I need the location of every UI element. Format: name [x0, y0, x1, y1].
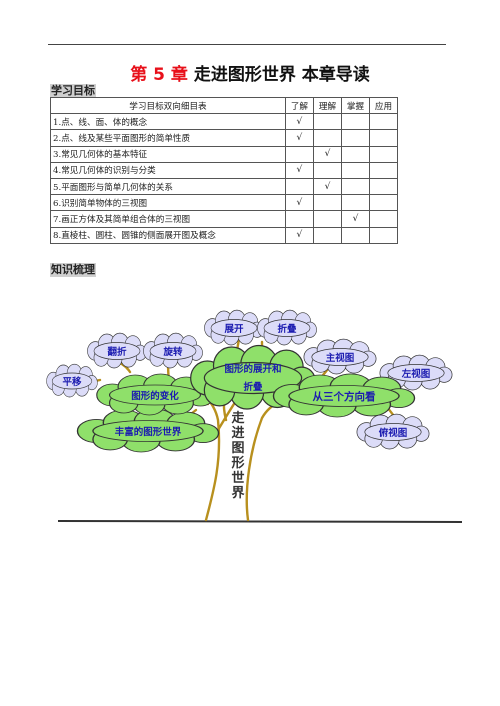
goal-check-mark: √	[284, 226, 314, 244]
goal-item: 5.平面图形与简单几何体的关系	[50, 177, 286, 196]
goals-header-item: 学习目标双向细目表	[50, 96, 286, 115]
cloud-unfold-fold-label-2: 折叠	[243, 381, 263, 393]
leaf-front-view-label: 主视图	[326, 352, 355, 364]
goal-item: 4.常见几何体的识别与分类	[50, 161, 286, 179]
goal-check-mark: √	[284, 129, 314, 147]
goals-header-know: 了解	[284, 96, 314, 115]
goals-header-apply: 应用	[368, 96, 399, 115]
goal-check-mark: √	[284, 161, 314, 179]
goal-level-cell	[312, 210, 342, 228]
goal-level-cell	[368, 210, 399, 228]
goal-level-cell	[312, 113, 342, 131]
goal-item: 7.画正方体及其简单组合体的三视图	[50, 210, 286, 228]
goal-check-mark: √	[312, 177, 342, 196]
leaf-top-view-label: 俯视图	[379, 427, 408, 439]
goals-row: 6.识别简单物体的三视图√	[50, 194, 399, 212]
goals-row: 1.点、线、面、体的概念√	[50, 113, 399, 131]
goal-level-cell	[284, 210, 314, 228]
goal-level-cell	[368, 226, 399, 244]
goal-item: 2.点、线及某些平面图形的简单性质	[50, 129, 286, 147]
goal-level-cell	[312, 226, 342, 244]
chapter-title: 走进图形世界 本章导读	[193, 65, 370, 85]
goal-level-cell	[368, 145, 399, 163]
goal-level-cell	[340, 113, 370, 131]
goals-row: 4.常见几何体的识别与分类√	[50, 161, 399, 179]
goal-level-cell	[368, 194, 399, 212]
goals-row: 7.画正方体及其简单组合体的三视图 √	[50, 210, 399, 228]
trunk-label: 走进图形世界	[231, 410, 245, 501]
goal-level-cell	[312, 161, 342, 179]
goal-check-mark: √	[284, 194, 314, 212]
goals-header-understand: 理解	[312, 96, 342, 115]
ground-line	[57, 520, 463, 523]
goal-level-cell	[284, 145, 314, 163]
goal-level-cell	[368, 113, 399, 131]
leaf-fold-label: 折叠	[277, 323, 297, 335]
leaf-unfold-label: 展开	[224, 324, 244, 335]
leaf-flip-label: 翻折	[107, 346, 127, 358]
goal-level-cell	[340, 177, 370, 196]
goals-header-row: 学习目标双向细目表 了解 理解 掌握 应用	[50, 96, 399, 115]
goal-check-mark: √	[312, 145, 342, 163]
cloud-transform-label: 图形的变化	[131, 390, 179, 402]
goal-level-cell	[368, 161, 399, 179]
goal-item: 6.识别简单物体的三视图	[50, 194, 286, 212]
leaf-rotate-label: 旋转	[162, 346, 183, 358]
page-title: 第 5 章走进图形世界 本章导读	[0, 60, 500, 85]
goal-level-cell	[284, 177, 314, 196]
goal-level-cell	[340, 226, 370, 244]
goal-level-cell	[312, 129, 342, 147]
cloud-rich-world-label: 丰富的图形世界	[115, 426, 182, 438]
goal-level-cell	[368, 129, 399, 147]
chapter-number: 第 5 章	[130, 65, 188, 85]
trunk-text: 走进图形世界	[231, 410, 245, 501]
goal-level-cell	[340, 129, 370, 147]
goals-row: 3.常见几何体的基本特征 √	[50, 145, 399, 163]
goals-row: 2.点、线及某些平面图形的简单性质√	[50, 129, 399, 147]
section-heading-goals: 学习目标	[50, 84, 96, 98]
goals-row: 5.平面图形与简单几何体的关系 √	[50, 177, 399, 196]
knowledge-tree: 走进图形世界 平移 翻折 旋转 展开 折叠 主视图 左视图 俯视图 丰富的图形世…	[46, 309, 463, 523]
goals-row: 8.直棱柱、圆柱、圆锥的侧面展开图及概念√	[50, 226, 399, 244]
cloud-three-views-label: 从三个方向看	[313, 390, 376, 403]
leaf-left-view-label: 左视图	[401, 368, 431, 380]
goal-level-cell	[340, 145, 370, 163]
goal-level-cell	[340, 194, 370, 212]
goal-level-cell	[368, 177, 399, 196]
goal-item: 3.常见几何体的基本特征	[50, 145, 286, 163]
goal-level-cell	[312, 194, 342, 212]
goal-check-mark: √	[340, 210, 370, 228]
goals-table: 学习目标双向细目表 了解 理解 掌握 应用 1.点、线、面、体的概念√2.点、线…	[50, 96, 399, 244]
goal-item: 8.直棱柱、圆柱、圆锥的侧面展开图及概念	[50, 226, 286, 244]
goals-header-master: 掌握	[340, 96, 370, 115]
leaf-translate-label: 平移	[62, 376, 82, 388]
goal-level-cell	[340, 161, 370, 179]
goal-item: 1.点、线、面、体的概念	[50, 113, 286, 131]
section-heading-knowledge: 知识梳理	[50, 263, 96, 277]
goal-check-mark: √	[284, 113, 314, 131]
cloud-unfold-fold-label-1: 图形的展开和	[224, 363, 281, 375]
top-rule	[48, 44, 446, 45]
